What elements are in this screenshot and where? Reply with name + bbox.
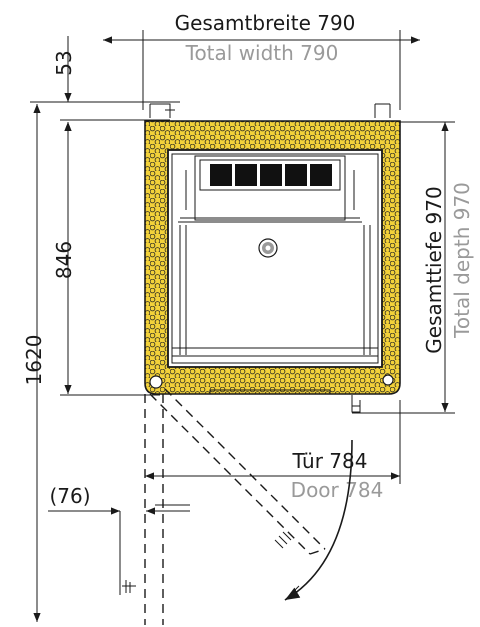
top-offset-label: 53 xyxy=(52,50,76,75)
door-width-dimension: Tür 784 Door 784 xyxy=(145,400,401,502)
open-door-outline xyxy=(122,388,326,625)
door-width-label: Tür 784 xyxy=(292,449,368,473)
inner-depth-label: 846 xyxy=(52,241,76,279)
total-width-label-en: Total width 790 xyxy=(185,41,339,65)
total-height-dimension: 1620 xyxy=(22,104,46,622)
door-width-label-en: Door 784 xyxy=(291,478,384,502)
total-depth-label: Gesamttiefe 970 xyxy=(422,186,446,353)
total-width-label: Gesamtbreite 790 xyxy=(175,11,356,35)
cabinet-body xyxy=(144,103,401,413)
inner-depth-dimension: 846 xyxy=(52,122,160,396)
door-swing-arc xyxy=(284,439,353,601)
hinge-right xyxy=(382,374,394,386)
total-height-label: 1620 xyxy=(22,335,46,386)
evaporator-unit xyxy=(178,155,362,223)
top-offset-dimension: 53 xyxy=(30,36,180,146)
hinge-offset-dimension: (76) xyxy=(48,484,190,595)
total-depth-label-en: Total depth 970 xyxy=(450,182,474,339)
total-depth-dimension: Gesamttiefe 970 Total depth 970 xyxy=(352,121,474,414)
hinge-left xyxy=(149,375,163,389)
hinge-offset-label: (76) xyxy=(49,484,90,508)
insulation-layer xyxy=(144,120,401,395)
drain-fitting xyxy=(258,238,278,258)
total-width-dimension: Gesamtbreite 790 Total width 790 xyxy=(103,11,420,110)
